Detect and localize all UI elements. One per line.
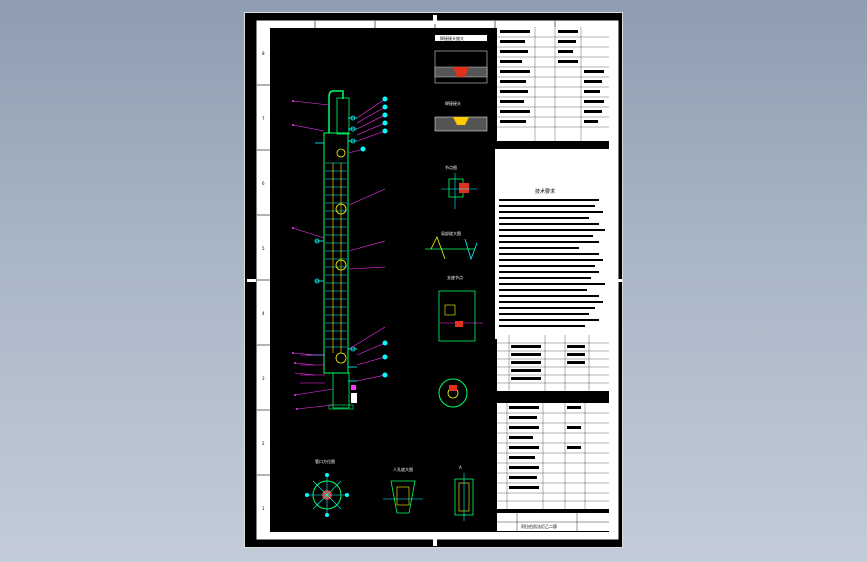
column-elevation — [300, 90, 357, 410]
border-label-1: 1 — [262, 506, 265, 511]
detail-2 — [425, 235, 478, 261]
border-label-2: 2 — [262, 441, 265, 446]
leader-dots-left — [292, 100, 298, 410]
bottom-view-2 — [383, 480, 423, 514]
detail-3 — [438, 290, 483, 342]
border-label-6: 6 — [262, 181, 265, 186]
manhole-3 — [335, 352, 347, 364]
title-block — [497, 513, 609, 531]
earth-lug — [351, 385, 356, 390]
manhole-1 — [335, 203, 347, 215]
border-label-3: 3 — [262, 376, 265, 381]
border-label-4: 4 — [262, 311, 265, 316]
drawing-name: 阿拉伯凯法尼乙二醇 — [521, 523, 557, 529]
column-top-head — [336, 97, 350, 135]
bottom-view-1-title: 管口方位图 — [315, 458, 335, 464]
top-margin-strip — [257, 21, 618, 28]
technical-requirements-title: 技术要求 — [535, 188, 555, 195]
overhead-vapour-pipe — [328, 90, 344, 133]
parts-list-table — [497, 403, 609, 509]
detail-4 — [438, 378, 468, 408]
detail-2-title: 局部放大图 — [441, 230, 461, 236]
base-ring — [328, 404, 354, 410]
design-data-table — [497, 27, 609, 141]
bottom-view-2-title: 人孔放大图 — [393, 466, 413, 472]
nozzle-balloons — [360, 96, 388, 378]
weld-detail-b — [434, 116, 488, 132]
border-label-7: 7 — [262, 116, 265, 121]
nozzle-table — [497, 335, 609, 391]
weld-detail-b-title: 焊接接头 — [445, 100, 461, 106]
leader-lines-right — [348, 98, 386, 382]
cad-drawing: 8 7 6 5 4 3 2 1 — [247, 15, 622, 546]
nameplate — [351, 393, 357, 403]
detail-3-title: 支座节点 — [447, 274, 463, 280]
bottom-margin-strip — [257, 532, 618, 539]
column-trays — [325, 162, 347, 348]
bottom-view-3-title: A — [459, 465, 462, 470]
center-mark-right — [613, 279, 622, 282]
manhole-2 — [335, 259, 347, 271]
center-mark-bottom — [433, 537, 437, 546]
bottom-view-3 — [454, 473, 474, 521]
drawing-sheet: 8 7 6 5 4 3 2 1 — [244, 12, 623, 548]
column-shell — [323, 132, 349, 374]
manhole-top — [336, 148, 346, 158]
tray-downcomers — [332, 163, 342, 353]
border-label-8: 8 — [262, 51, 265, 56]
column-nozzles — [307, 115, 357, 382]
bottom-view-1 — [305, 473, 349, 517]
detail-1-title: 节点图 — [445, 164, 457, 170]
detail-1 — [441, 173, 477, 209]
center-mark-top — [433, 15, 437, 24]
center-mark-left — [247, 279, 256, 282]
column-skirt — [332, 372, 350, 409]
technical-requirements-block — [495, 149, 609, 339]
border-label-5: 5 — [262, 246, 265, 251]
weld-detail-a — [434, 35, 488, 84]
skirt-details — [300, 354, 325, 384]
leader-lines-left — [292, 100, 334, 410]
weld-detail-a-title: 焊接接头放大 — [440, 35, 464, 41]
